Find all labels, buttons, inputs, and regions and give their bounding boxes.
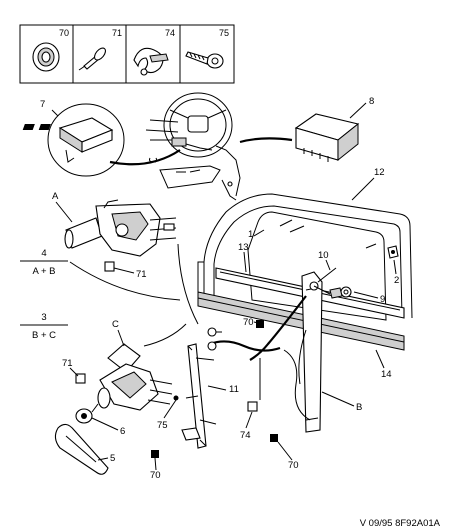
- fastener-legend: 70 71 74 75: [19, 24, 235, 84]
- legend-ref-75: 75: [219, 28, 229, 38]
- label-8: 8: [369, 96, 374, 107]
- footer-reference-code: V 09/95 8F92A01A: [360, 518, 441, 529]
- label-13: 13: [238, 242, 249, 253]
- label-70-top: 70: [243, 317, 254, 328]
- label-12: 12: [374, 167, 385, 178]
- window-regulator-c-rail: [181, 327, 281, 449]
- label-7: 7: [40, 99, 45, 110]
- label-11: 11: [229, 384, 239, 395]
- legend-ref-71: 71: [112, 28, 122, 38]
- label-71-top: 71: [136, 269, 147, 280]
- variant-note-a-b: 4 A + B: [20, 248, 68, 277]
- variant-condition-b-c: B + C: [32, 330, 56, 341]
- dashboard-steering-wheel: [145, 92, 241, 201]
- round-grommet-icon: [32, 42, 60, 72]
- label-2: 2: [394, 275, 399, 286]
- label-70-left: 70: [150, 470, 161, 481]
- push-rivet-icon: [78, 47, 106, 71]
- label-1: 1: [248, 229, 253, 240]
- label-10: 10: [318, 250, 329, 261]
- variant-a-b-leader: [69, 261, 181, 301]
- callout-markers: [75, 261, 278, 458]
- window-regulator-b: [249, 267, 352, 433]
- relay-cable: [239, 137, 293, 144]
- bush-6: [75, 408, 93, 424]
- motor-a-link: [177, 243, 199, 325]
- label-5: 5: [110, 453, 115, 464]
- label-74: 74: [240, 430, 251, 441]
- label-6: 6: [120, 426, 125, 437]
- variant-note-b-c: 3 B + C: [20, 312, 68, 341]
- legend-ref-74: 74: [165, 28, 175, 38]
- window-motor-c: [91, 343, 173, 413]
- clip-fastener-icon: [133, 47, 169, 76]
- label-75: 75: [157, 420, 168, 431]
- label-A: A: [52, 191, 59, 202]
- motor-c-link: [143, 323, 187, 347]
- label-14: 14: [381, 369, 392, 380]
- label-9: 9: [380, 294, 385, 305]
- variant-condition-a-b: A + B: [33, 266, 56, 277]
- window-switch-detail: [22, 103, 125, 177]
- label-B: B: [356, 402, 362, 413]
- variant-ref-3: 3: [41, 312, 46, 323]
- self-tapping-screw-icon: [185, 51, 224, 69]
- winder-handle-5: [54, 423, 109, 475]
- legend-ref-70: 70: [59, 28, 69, 38]
- variant-ref-4: 4: [41, 248, 46, 259]
- relay-box: [294, 113, 360, 162]
- switch-cable: [109, 149, 181, 166]
- window-motor-a: [64, 199, 177, 257]
- label-71-left: 71: [62, 358, 73, 369]
- label-C: C: [112, 319, 119, 330]
- label-70-right: 70: [288, 460, 299, 471]
